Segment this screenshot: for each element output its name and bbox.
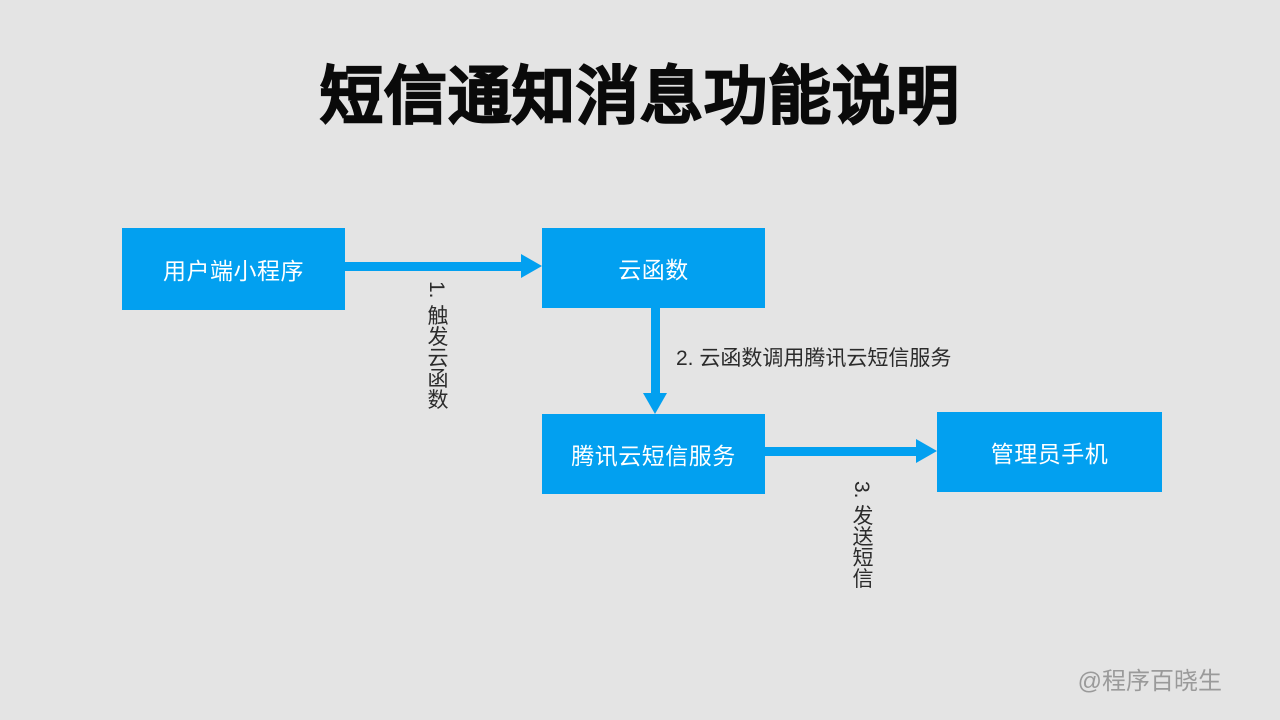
watermark: @程序百晓生 — [1077, 668, 1222, 695]
node-label: 腾讯云短信服务 — [571, 443, 736, 469]
node-cloud-function[interactable]: 云函数 — [542, 228, 765, 308]
node-label: 用户端小程序 — [163, 258, 304, 284]
arrow-sms-to-admin — [765, 439, 937, 463]
edge-label-send-sms: 3. 发送短信 — [850, 481, 873, 589]
arrow-client-to-cloudfn — [345, 254, 542, 278]
node-tencent-sms-service[interactable]: 腾讯云短信服务 — [542, 414, 765, 494]
node-admin-phone[interactable]: 管理员手机 — [937, 412, 1162, 492]
edge-label-cloudfn-calls-sms: 2. 云函数调用腾讯云短信服务 — [676, 347, 952, 370]
node-client-miniprogram[interactable]: 用户端小程序 — [122, 228, 345, 310]
edge-label-trigger-cloud-function: 1. 触发云函数 — [425, 281, 448, 410]
page-title: 短信通知消息功能说明 — [319, 59, 960, 134]
arrowhead-right-icon — [916, 439, 937, 463]
arrowhead-down-icon — [643, 393, 667, 414]
arrowhead-right-icon — [521, 254, 542, 278]
node-label: 云函数 — [618, 257, 689, 283]
arrow-cloudfn-to-sms — [643, 308, 667, 414]
node-label: 管理员手机 — [990, 441, 1109, 467]
